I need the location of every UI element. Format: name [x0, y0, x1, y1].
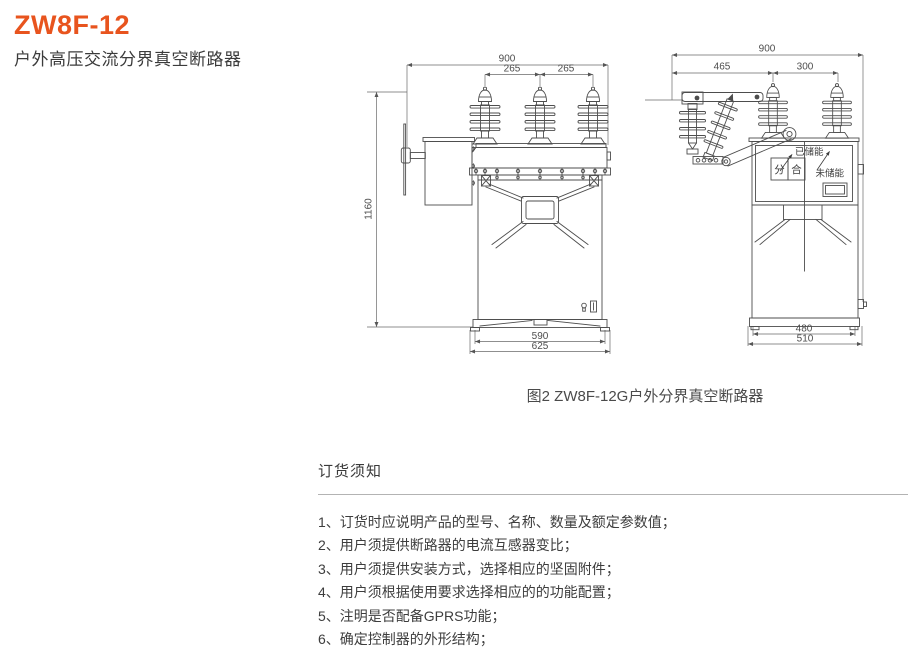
panel-label-open: 分: [774, 164, 785, 176]
order-note-item: 6、确定控制器的外形结构；: [318, 631, 494, 648]
page-subtitle-product-name: 户外高压交流分界真空断路器: [14, 50, 242, 69]
order-note-item: 5、注明是否配备GPRS功能；: [318, 607, 506, 624]
front-bushing-left: [469, 86, 501, 145]
order-note-item: 4、用户须根据使用要求选择相应的的功能配置；: [318, 584, 620, 601]
order-notes-list: 1、订货时应说明产品的型号、名称、数量及额定参数值； 2、用户须提供断路器的电流…: [318, 511, 908, 651]
page-title-model: ZW8F-12: [14, 10, 131, 40]
front-bushing-right: [577, 86, 609, 145]
side-dim-overall-depth: 900: [759, 44, 776, 55]
order-note-item: 3、用户须提供安装方式，选择相应的坚固附件；: [318, 560, 620, 577]
panel-label-close: 合: [791, 163, 802, 176]
front-dimension-lines: [367, 63, 611, 354]
side-breaker-body: [679, 91, 867, 331]
side-dim-base-outer: 510: [797, 334, 814, 345]
side-bushing-front: [758, 83, 788, 139]
order-note-item: 1、订货时应说明产品的型号、名称、数量及额定参数值；: [318, 514, 676, 530]
side-dim-arm-reach: 465: [714, 62, 731, 73]
side-bushing-rear: [822, 83, 852, 139]
front-dim-pole-spacing-right: 265: [558, 64, 575, 75]
front-dim-base-outer: 625: [532, 341, 549, 352]
front-view-drawing: 900 265 265 1160 590 625: [364, 54, 611, 354]
panel-label-energy-stored: 已储能: [795, 146, 824, 158]
side-view-drawing: 900 465 300 480 510: [645, 44, 867, 346]
order-note-item: 2、用户须提供断路器的电流互感器变比；: [318, 537, 578, 554]
order-notes-section: 订货须知 1、订货时应说明产品的型号、名称、数量及额定参数值； 2、用户须提供断…: [318, 460, 908, 651]
front-bushing-center: [524, 86, 556, 145]
front-breaker-body: [400, 123, 611, 332]
front-dim-pole-spacing-left: 265: [504, 64, 521, 75]
side-dimension-lines: [645, 53, 864, 346]
section-divider: [318, 494, 908, 495]
side-dim-base-inner: 480: [796, 324, 813, 335]
figure-caption: 图2 ZW8F-12G户外分界真空断路器: [526, 388, 764, 405]
order-notes-heading: 订货须知: [318, 463, 383, 480]
front-dim-base-inner: 590: [532, 331, 549, 342]
side-dim-bushing-spacing: 300: [797, 62, 814, 73]
panel-indicator-arrows: [779, 151, 830, 172]
front-dim-overall-width: 900: [499, 54, 516, 65]
front-dim-overall-height: 1160: [364, 198, 375, 220]
panel-label-energy-not-stored: 未储能: [816, 168, 845, 180]
